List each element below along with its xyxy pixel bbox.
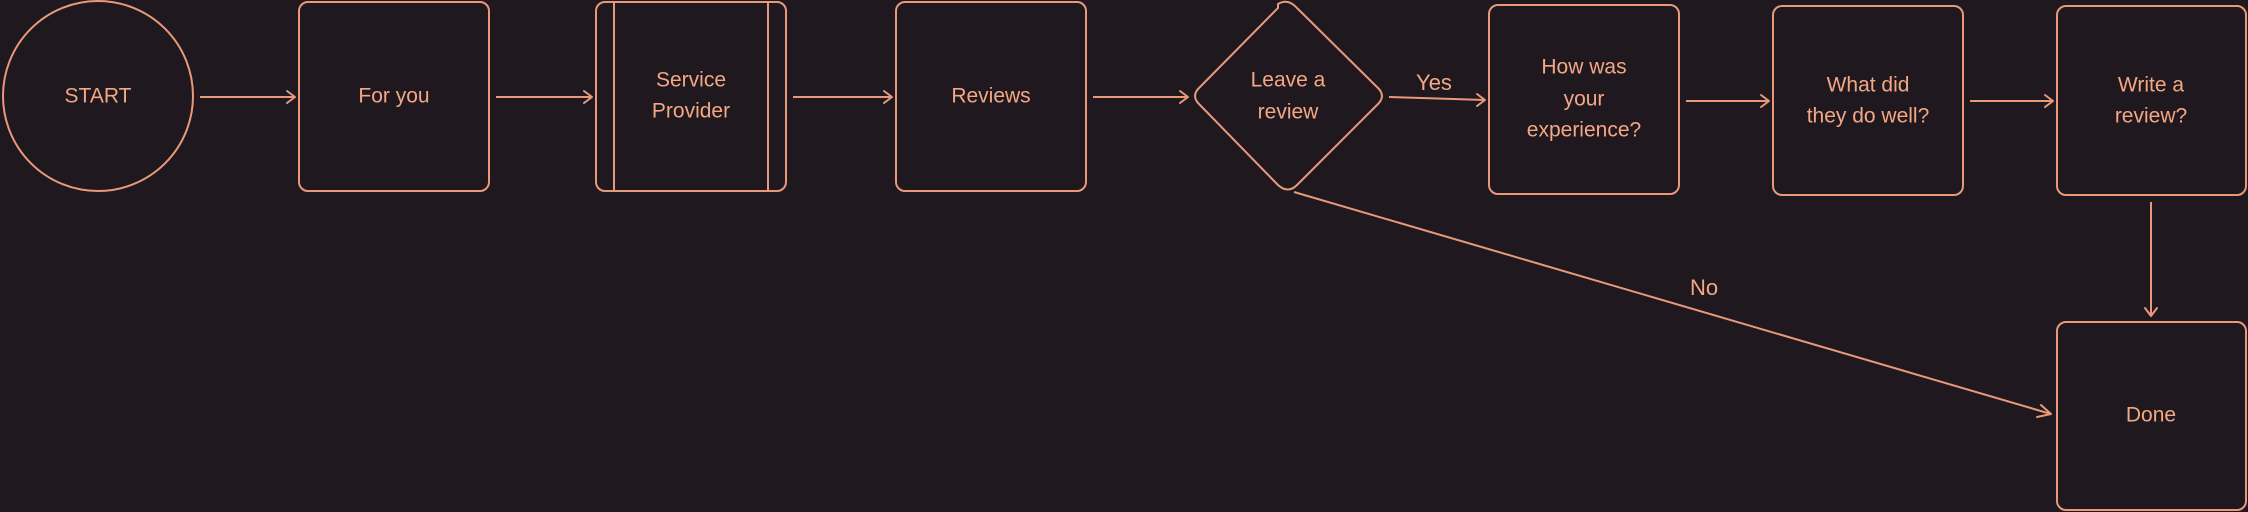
node-for-you: For you (298, 1, 490, 192)
edge-experience-to-do-well (1686, 94, 1770, 108)
do-well-label-line-1: What did (1827, 74, 1910, 97)
done-box (2056, 321, 2247, 511)
arrowhead-icon (1476, 93, 1486, 107)
node-write-review: Write a review? (2056, 5, 2247, 196)
leave-review-label-line-2: review (1258, 101, 1320, 124)
edge-line (1388, 96, 1486, 101)
reviews-box (895, 1, 1087, 192)
edge-reviews-to-leave-review (1093, 90, 1189, 104)
service-provider-label-line-1: Service (656, 69, 726, 92)
edge-leave-review-to-experience: Yes (1388, 70, 1486, 107)
edge-for-you-to-service-provider (496, 90, 593, 104)
experience-label-line-2: your (1564, 88, 1605, 111)
node-do-well: What did they do well? (1772, 5, 1964, 196)
arrowhead-icon (2044, 94, 2054, 108)
node-service-provider: Service Provider (595, 1, 787, 192)
edge-do-well-to-write-review (1970, 94, 2054, 108)
start-circle (2, 0, 194, 192)
edge-line (1293, 191, 2052, 415)
edge-label-no: No (1690, 275, 1718, 300)
leave-review-diamond (1194, 0, 1383, 191)
node-experience: How was your experience? (1488, 4, 1680, 195)
edge-write-review-to-done (2144, 202, 2158, 317)
arrowhead-icon (1179, 90, 1189, 104)
service-provider-box (595, 1, 787, 192)
do-well-box (1772, 5, 1964, 196)
leave-review-label-line-1: Leave a (1251, 69, 1326, 92)
experience-box (1488, 4, 1680, 195)
reviews-label: Reviews (951, 85, 1030, 108)
arrowhead-icon (2144, 307, 2158, 317)
for-you-box (298, 1, 490, 192)
edge-label-yes: Yes (1416, 70, 1452, 95)
done-label: Done (2126, 404, 2176, 427)
arrowhead-icon (2036, 404, 2052, 418)
arrowhead-icon (1760, 94, 1770, 108)
edge-leave-review-to-done: No (1293, 191, 2052, 418)
service-provider-label-line-2: Provider (652, 100, 730, 123)
write-review-label-line-2: review? (2115, 105, 2187, 128)
edge-start-to-for-you (200, 90, 296, 104)
node-reviews: Reviews (895, 1, 1087, 192)
arrowhead-icon (883, 90, 893, 104)
node-start: START (2, 0, 194, 192)
node-done: Done (2056, 321, 2247, 511)
edge-service-provider-to-reviews (793, 90, 893, 104)
experience-label-line-3: experience? (1527, 119, 1641, 142)
experience-label-line-1: How was (1541, 56, 1626, 79)
arrowhead-icon (286, 90, 296, 104)
write-review-box (2056, 5, 2247, 196)
write-review-label-line-1: Write a (2118, 74, 2184, 97)
node-leave-review: Leave a review (1194, 0, 1383, 191)
start-label: START (65, 85, 132, 108)
for-you-label: For you (358, 85, 429, 108)
arrowhead-icon (583, 90, 593, 104)
do-well-label-line-2: they do well? (1807, 105, 1930, 128)
